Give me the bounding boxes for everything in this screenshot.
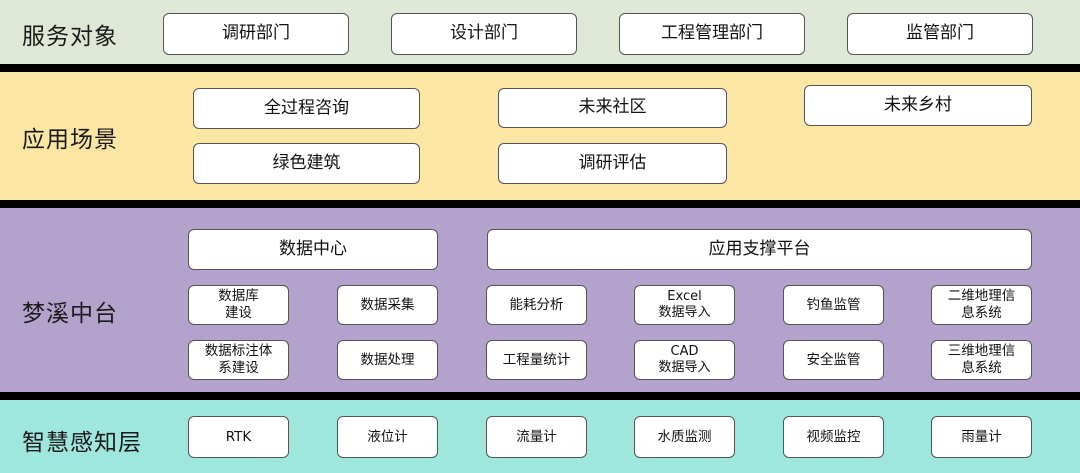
service-layer: 服务对象 调研部门 设计部门 工程管理部门 监管部门 [0,0,1080,64]
data-center-item-database: 数据库 建设 [188,285,289,325]
data-center-item-annotation: 数据标注体 系建设 [188,340,289,380]
app-support-item-excel-import: Excel 数据导入 [634,285,735,325]
data-center-header: 数据中心 [188,229,438,270]
service-layer-title: 服务对象 [22,24,118,50]
scenario-item-community: 未来社区 [498,88,727,128]
perception-item-rain-gauge: 雨量计 [931,416,1032,458]
perception-layer: 智慧感知层 RTK 液位计 流量计 水质监测 视频监控 雨量计 [0,400,1080,473]
scenario-item-evaluation: 调研评估 [498,143,727,184]
platform-layer-title: 梦溪中台 [22,301,118,327]
platform-layer: 梦溪中台 数据中心 数据库 建设 数据采集 数据标注体 系建设 数据处理 应用支… [0,208,1080,392]
scenario-item-village: 未来乡村 [804,85,1032,126]
app-support-header: 应用支撑平台 [487,229,1032,270]
scenario-layer-title: 应用场景 [22,127,118,153]
data-center-item-processing: 数据处理 [337,340,438,380]
app-support-item-cad-import: CAD 数据导入 [634,340,735,380]
app-support-item-2d-gis: 二维地理信 息系统 [931,285,1032,325]
perception-item-level-gauge: 液位计 [337,416,438,458]
app-support-item-energy: 能耗分析 [486,285,587,325]
scenario-item-green-building: 绿色建筑 [193,143,420,184]
data-center-item-collection: 数据采集 [337,285,438,325]
app-support-item-safety: 安全监管 [783,340,884,380]
perception-layer-title: 智慧感知层 [22,430,142,456]
scenario-item-consulting: 全过程咨询 [193,88,420,129]
perception-item-video: 视频监控 [783,416,884,458]
scenario-layer: 应用场景 全过程咨询 未来社区 未来乡村 绿色建筑 调研评估 [0,72,1080,200]
service-item-design: 设计部门 [391,13,577,55]
perception-item-water-quality: 水质监测 [634,416,735,458]
service-item-engineering: 工程管理部门 [619,13,805,55]
perception-item-flow-meter: 流量计 [486,416,587,458]
service-item-research: 调研部门 [163,13,349,55]
app-support-item-3d-gis: 三维地理信 息系统 [931,340,1032,380]
app-support-item-fishing: 钓鱼监管 [783,285,884,325]
perception-item-rtk: RTK [188,416,289,458]
service-item-supervision: 监管部门 [847,13,1033,55]
app-support-item-quantity: 工程量统计 [486,340,587,380]
